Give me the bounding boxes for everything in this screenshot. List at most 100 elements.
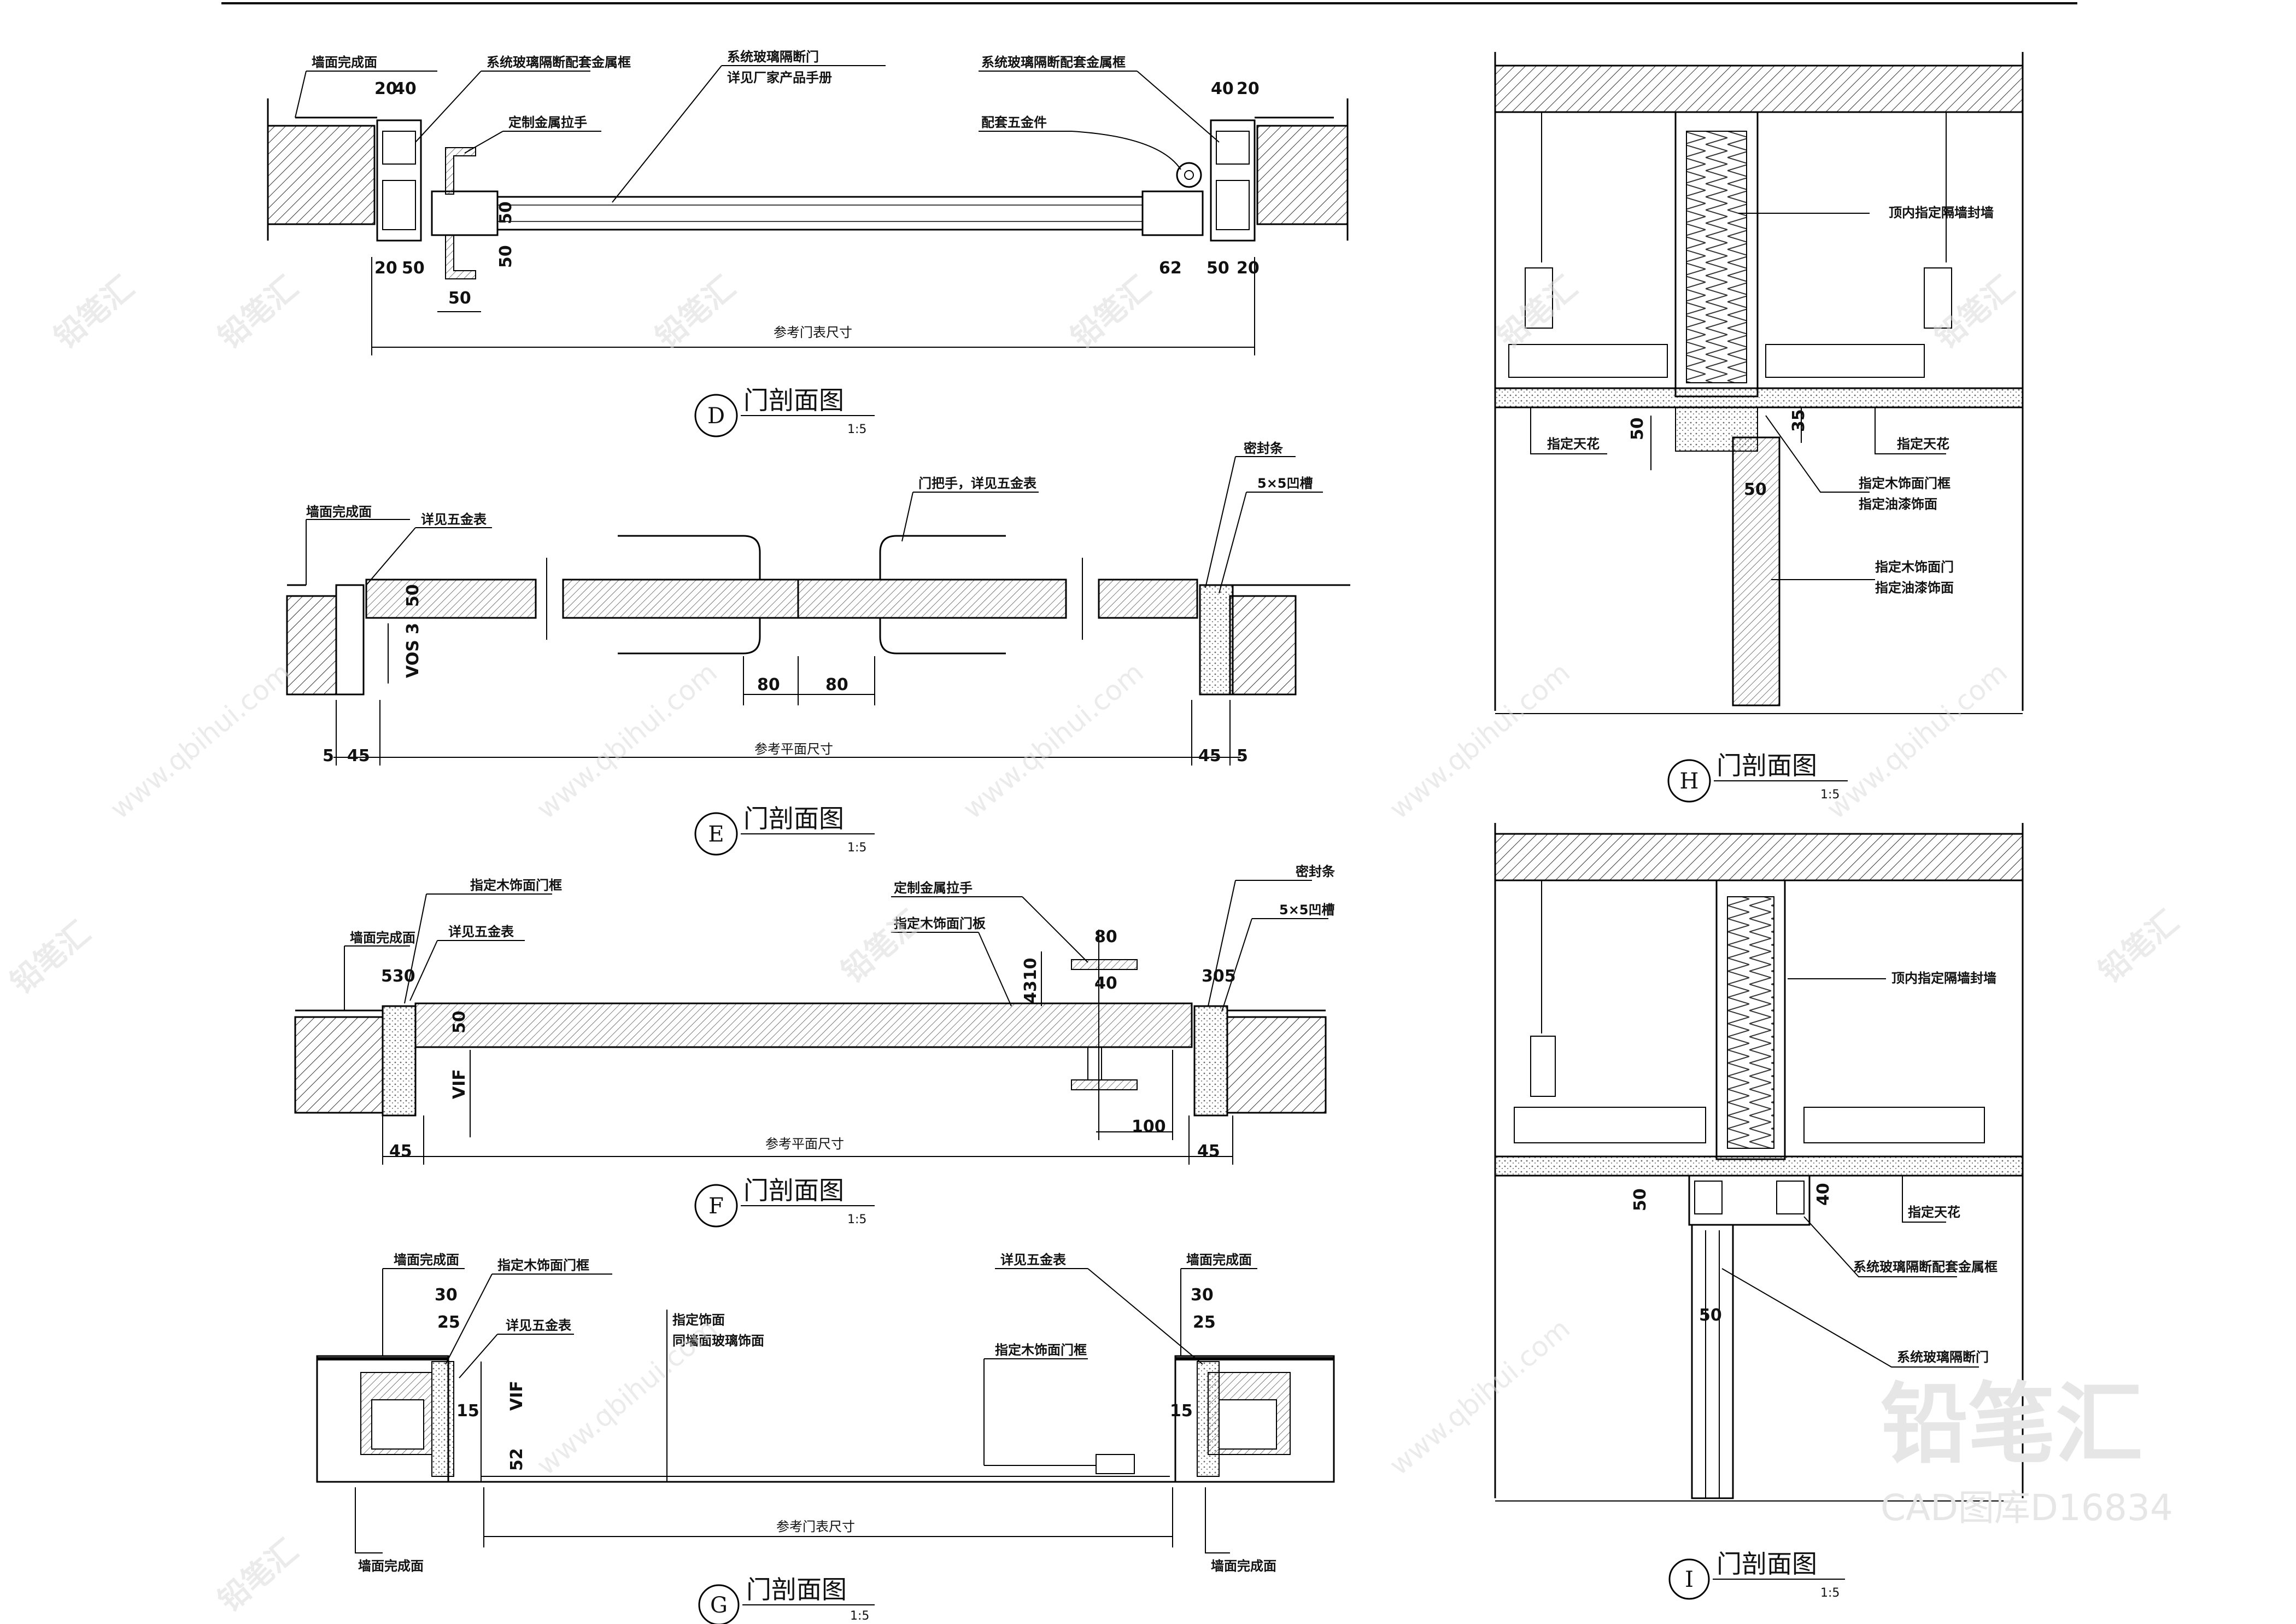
d-dim-20-tl: 20 <box>374 79 397 98</box>
watermark-url-7: www.qbihui.com <box>1383 1312 1575 1481</box>
watermark-url-4: www.qbihui.com <box>1383 656 1575 825</box>
h-label-paint-finish-2: 指定油漆饰面 <box>1875 580 1954 595</box>
h-dim-50b: 50 <box>1744 480 1767 499</box>
g-label-see-hardware-right: 详见五金表 <box>1000 1252 1067 1267</box>
watermark-brand-9: 铅笔汇 <box>2092 904 2185 990</box>
i-section-scale: 1:5 <box>1820 1586 1840 1600</box>
e-label-wall-finish: 墙面完成面 <box>306 504 372 519</box>
e-dim-45-right: 45 <box>1198 746 1221 766</box>
i-section-letter: I <box>1685 1567 1694 1592</box>
e-section-circle <box>694 812 738 856</box>
e-dim-3: 3 <box>403 623 423 634</box>
i-label-ceiling: 指定天花 <box>1908 1205 1960 1220</box>
g-dim-vif: VIF <box>507 1381 526 1411</box>
g-dim-25-left: 25 <box>437 1313 460 1332</box>
e-dim-50: 50 <box>403 584 423 607</box>
f-label-metal-handle: 定制金属拉手 <box>894 880 973 896</box>
g-label-wood-frame-left: 指定木饰面门框 <box>497 1258 589 1273</box>
watermark-brand-1: 铅笔汇 <box>48 270 140 356</box>
e-label-door-handle: 门把手，详见五金表 <box>918 476 1037 491</box>
watermark-url-5: www.qbihui.com <box>1820 656 2013 825</box>
f-label-seal: 密封条 <box>1296 864 1336 879</box>
f-section-title: 门剖面图 <box>743 1176 844 1205</box>
watermark-brand-7: 铅笔汇 <box>4 915 97 1001</box>
f-dim-45-left: 45 <box>389 1142 412 1161</box>
e-label-see-hardware: 详见五金表 <box>421 512 487 527</box>
section-g-drawing <box>316 1268 1335 1553</box>
d-section-letter: D <box>707 404 725 429</box>
g-section-title: 门剖面图 <box>746 1575 847 1604</box>
h-label-ceiling-wall: 顶内指定隔墙封墙 <box>1889 205 1994 220</box>
e-dim-5-right: 5 <box>1237 746 1248 766</box>
i-dim-40: 40 <box>1814 1183 1833 1206</box>
section-f-drawing <box>294 880 1328 1165</box>
d-label-glass-frame-right: 系统玻璃隔断配套金属框 <box>981 55 1126 70</box>
e-label-groove: 5×5凹槽 <box>1257 476 1313 491</box>
d-dim-50-vert2: 50 <box>496 245 516 268</box>
d-dim-20-tr: 20 <box>1237 79 1260 98</box>
d-section-title: 门剖面图 <box>743 385 844 415</box>
d-label-glass-frame-left: 系统玻璃隔断配套金属框 <box>487 55 631 70</box>
e-section-title: 门剖面图 <box>743 804 844 833</box>
watermark-url-1: www.qbihui.com <box>104 656 296 825</box>
watermark-brand-4: 铅笔汇 <box>1064 270 1157 356</box>
g-label-wood-frame-right: 指定木饰面门框 <box>995 1342 1087 1358</box>
f-dim-45-right: 45 <box>1197 1142 1220 1161</box>
h-label-ceiling-left: 指定天花 <box>1547 436 1600 452</box>
d-dim-20-bl: 20 <box>374 259 397 278</box>
d-dim-62: 62 <box>1159 259 1182 278</box>
f-dim-vif: VIF <box>450 1069 469 1099</box>
g-dim-30-left: 30 <box>435 1286 458 1305</box>
watermark-url-3: www.qbihui.com <box>957 656 1149 825</box>
h-section-letter: H <box>1680 769 1699 794</box>
i-dim-50b: 50 <box>1699 1306 1722 1325</box>
watermark-brand-2: 铅笔汇 <box>212 270 304 356</box>
i-label-glass-frame: 系统玻璃隔断配套金属框 <box>1853 1259 1998 1275</box>
f-dim-530: 530 <box>381 967 415 986</box>
f-dim-40: 40 <box>1094 974 1117 993</box>
watermark-brand-8: 铅笔汇 <box>835 904 928 990</box>
g-dim-15-right: 15 <box>1170 1401 1193 1421</box>
d-label-metal-handle: 定制金属拉手 <box>508 115 587 130</box>
d-label-wall-finish: 墙面完成面 <box>312 55 377 70</box>
g-dim-15-left: 15 <box>456 1401 479 1421</box>
d-label-glass-door: 系统玻璃隔断门 <box>727 49 819 65</box>
g-label-ref-size: 参考门表尺寸 <box>776 1519 855 1534</box>
i-section-title: 门剖面图 <box>1717 1549 1817 1579</box>
g-label-wall-finish-bottom-right: 墙面完成面 <box>1211 1558 1276 1574</box>
section-i-drawing <box>1494 823 2024 1502</box>
f-section-scale: 1:5 <box>847 1213 866 1226</box>
g-label-same-as-wall: 同墙面玻璃饰面 <box>672 1333 764 1348</box>
f-label-wood-frame: 指定木饰面门框 <box>470 878 562 893</box>
d-dim-40-tl: 40 <box>394 79 417 98</box>
f-dim-305: 305 <box>1202 967 1236 986</box>
d-dim-50-br: 50 <box>1206 259 1229 278</box>
d-dim-20-br: 20 <box>1237 259 1260 278</box>
f-dim-50: 50 <box>450 1010 469 1033</box>
h-section-circle <box>1667 759 1711 803</box>
d-dim-40-tr: 40 <box>1211 79 1234 98</box>
f-section-letter: F <box>708 1194 724 1219</box>
d-dim-50-vert1: 50 <box>496 201 516 224</box>
g-section-letter: G <box>710 1593 728 1618</box>
g-label-wall-finish-top-right: 墙面完成面 <box>1186 1252 1252 1267</box>
e-dim-80-right: 80 <box>825 675 848 694</box>
h-label-paint-finish-1: 指定油漆饰面 <box>1859 496 1937 512</box>
g-label-wall-finish-bottom-left: 墙面完成面 <box>358 1558 424 1574</box>
g-label-see-hardware-left: 详见五金表 <box>506 1318 572 1333</box>
section-d-drawing <box>267 65 1349 355</box>
d-label-hardware-fitting: 配套五金件 <box>981 115 1047 130</box>
f-label-see-hardware: 详见五金表 <box>448 924 514 939</box>
g-dim-25-right: 25 <box>1193 1313 1216 1332</box>
g-section-circle <box>698 1584 740 1624</box>
g-label-finish: 指定饰面 <box>672 1312 725 1328</box>
watermark-url-2: www.qbihui.com <box>530 656 723 825</box>
section-h-drawing <box>1494 52 2024 714</box>
d-label-see-manual: 详见厂家产品手册 <box>727 70 832 85</box>
d-section-circle <box>694 394 738 437</box>
e-label-ref-plan: 参考平面尺寸 <box>754 741 833 757</box>
f-label-ref-plan: 参考平面尺寸 <box>765 1136 844 1152</box>
e-dim-5-left: 5 <box>323 746 334 766</box>
